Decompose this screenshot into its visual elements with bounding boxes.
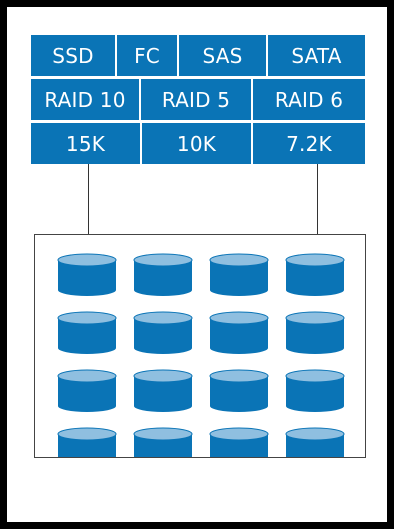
rpm-row: 15K 10K 7.2K — [31, 123, 365, 164]
diagram-canvas: SSD FC SAS SATA RAID 10 RAID 5 RAID 6 15… — [7, 7, 387, 522]
connector-line-right — [317, 164, 318, 234]
disk-cylinder — [133, 369, 193, 412]
connector-line-left — [88, 164, 89, 234]
raid-level-row: RAID 10 RAID 5 RAID 6 — [31, 79, 365, 120]
disk-cylinder — [57, 253, 117, 296]
drive-type-row: SSD FC SAS SATA — [31, 35, 365, 76]
disk-cylinder — [209, 369, 269, 412]
raid-5: RAID 5 — [141, 79, 253, 120]
disk-cylinder — [285, 427, 345, 457]
disk-cylinder — [57, 427, 117, 457]
disk-cylinder — [209, 311, 269, 354]
raid-6: RAID 6 — [253, 79, 365, 120]
drive-type-sas: SAS — [179, 35, 268, 76]
disk-cylinder — [209, 253, 269, 296]
disk-cylinder — [285, 253, 345, 296]
disk-array-box — [34, 234, 366, 458]
drive-type-sata: SATA — [268, 35, 365, 76]
disk-cylinder — [285, 311, 345, 354]
disk-cylinder — [133, 253, 193, 296]
rpm-15k: 15K — [31, 123, 142, 164]
rpm-10k: 10K — [142, 123, 253, 164]
drive-type-ssd: SSD — [31, 35, 117, 76]
drive-type-fc: FC — [117, 35, 179, 76]
disk-cylinder — [133, 427, 193, 457]
disk-array-grid — [57, 253, 345, 457]
disk-cylinder — [133, 311, 193, 354]
disk-cylinder — [57, 369, 117, 412]
disk-cylinder — [285, 369, 345, 412]
raid-10: RAID 10 — [31, 79, 141, 120]
disk-cylinder — [57, 311, 117, 354]
disk-cylinder — [209, 427, 269, 457]
rpm-7-2k: 7.2K — [253, 123, 365, 164]
